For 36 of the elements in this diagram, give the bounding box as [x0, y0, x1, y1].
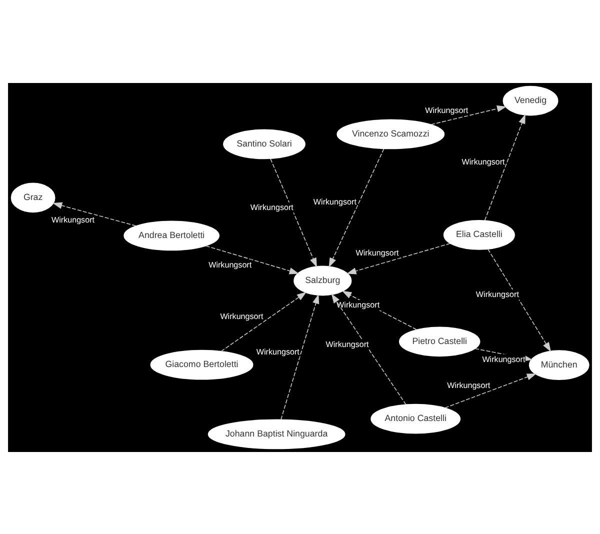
edge-label: Wirkungsort — [220, 312, 264, 321]
node-ellipse: Elia Castelli — [443, 220, 515, 250]
edge-label: Wirkungsort — [425, 105, 468, 114]
node-ellipse: Santino Solari — [223, 128, 306, 159]
edge-label: Wirkungsort — [326, 339, 369, 348]
node-ellipse: Andrea Bertoletti — [124, 220, 220, 250]
edge-label: Wirkungsort — [208, 260, 252, 269]
node-ellipse: Antonio Castelli — [370, 403, 461, 434]
edge-label: Wirkungsort — [336, 300, 380, 310]
edge-label: Wirkungsort — [250, 202, 294, 212]
arrow — [52, 202, 136, 226]
arrow — [280, 294, 320, 420]
edge-label: Wirkungsort — [482, 354, 526, 364]
edge-label: Wirkungsort — [313, 197, 356, 206]
edge-label: Wirkungsort — [256, 347, 300, 356]
edge-label: Wirkungsort — [462, 157, 505, 166]
edge-label: Wirkungsort — [51, 214, 95, 224]
node-ellipse: Venedig — [502, 85, 558, 116]
node-ellipse: Giacomo Bertoletti — [150, 349, 254, 380]
node-ellipse: Johann Baptist Ninguarda — [208, 418, 346, 449]
arrow — [430, 104, 507, 124]
arrow — [270, 158, 318, 268]
node-ellipse: Pietro Castelli — [398, 326, 480, 356]
edge-label: Wirkungsort — [447, 380, 490, 390]
edge-label: Wirkungsort — [476, 290, 519, 299]
arrow — [488, 248, 552, 352]
arrow — [331, 293, 406, 404]
arrow — [220, 291, 307, 352]
node-ellipse: Vincenzo Scamozzi — [336, 118, 445, 149]
arrow — [346, 242, 451, 274]
arrow — [328, 148, 384, 268]
node-ellipse: Graz — [10, 182, 56, 212]
node-ellipse: Salzburg — [294, 265, 352, 296]
node-ellipse: München — [528, 350, 590, 380]
arrow — [484, 114, 526, 220]
edge-label: Wirkungsort — [356, 248, 399, 258]
